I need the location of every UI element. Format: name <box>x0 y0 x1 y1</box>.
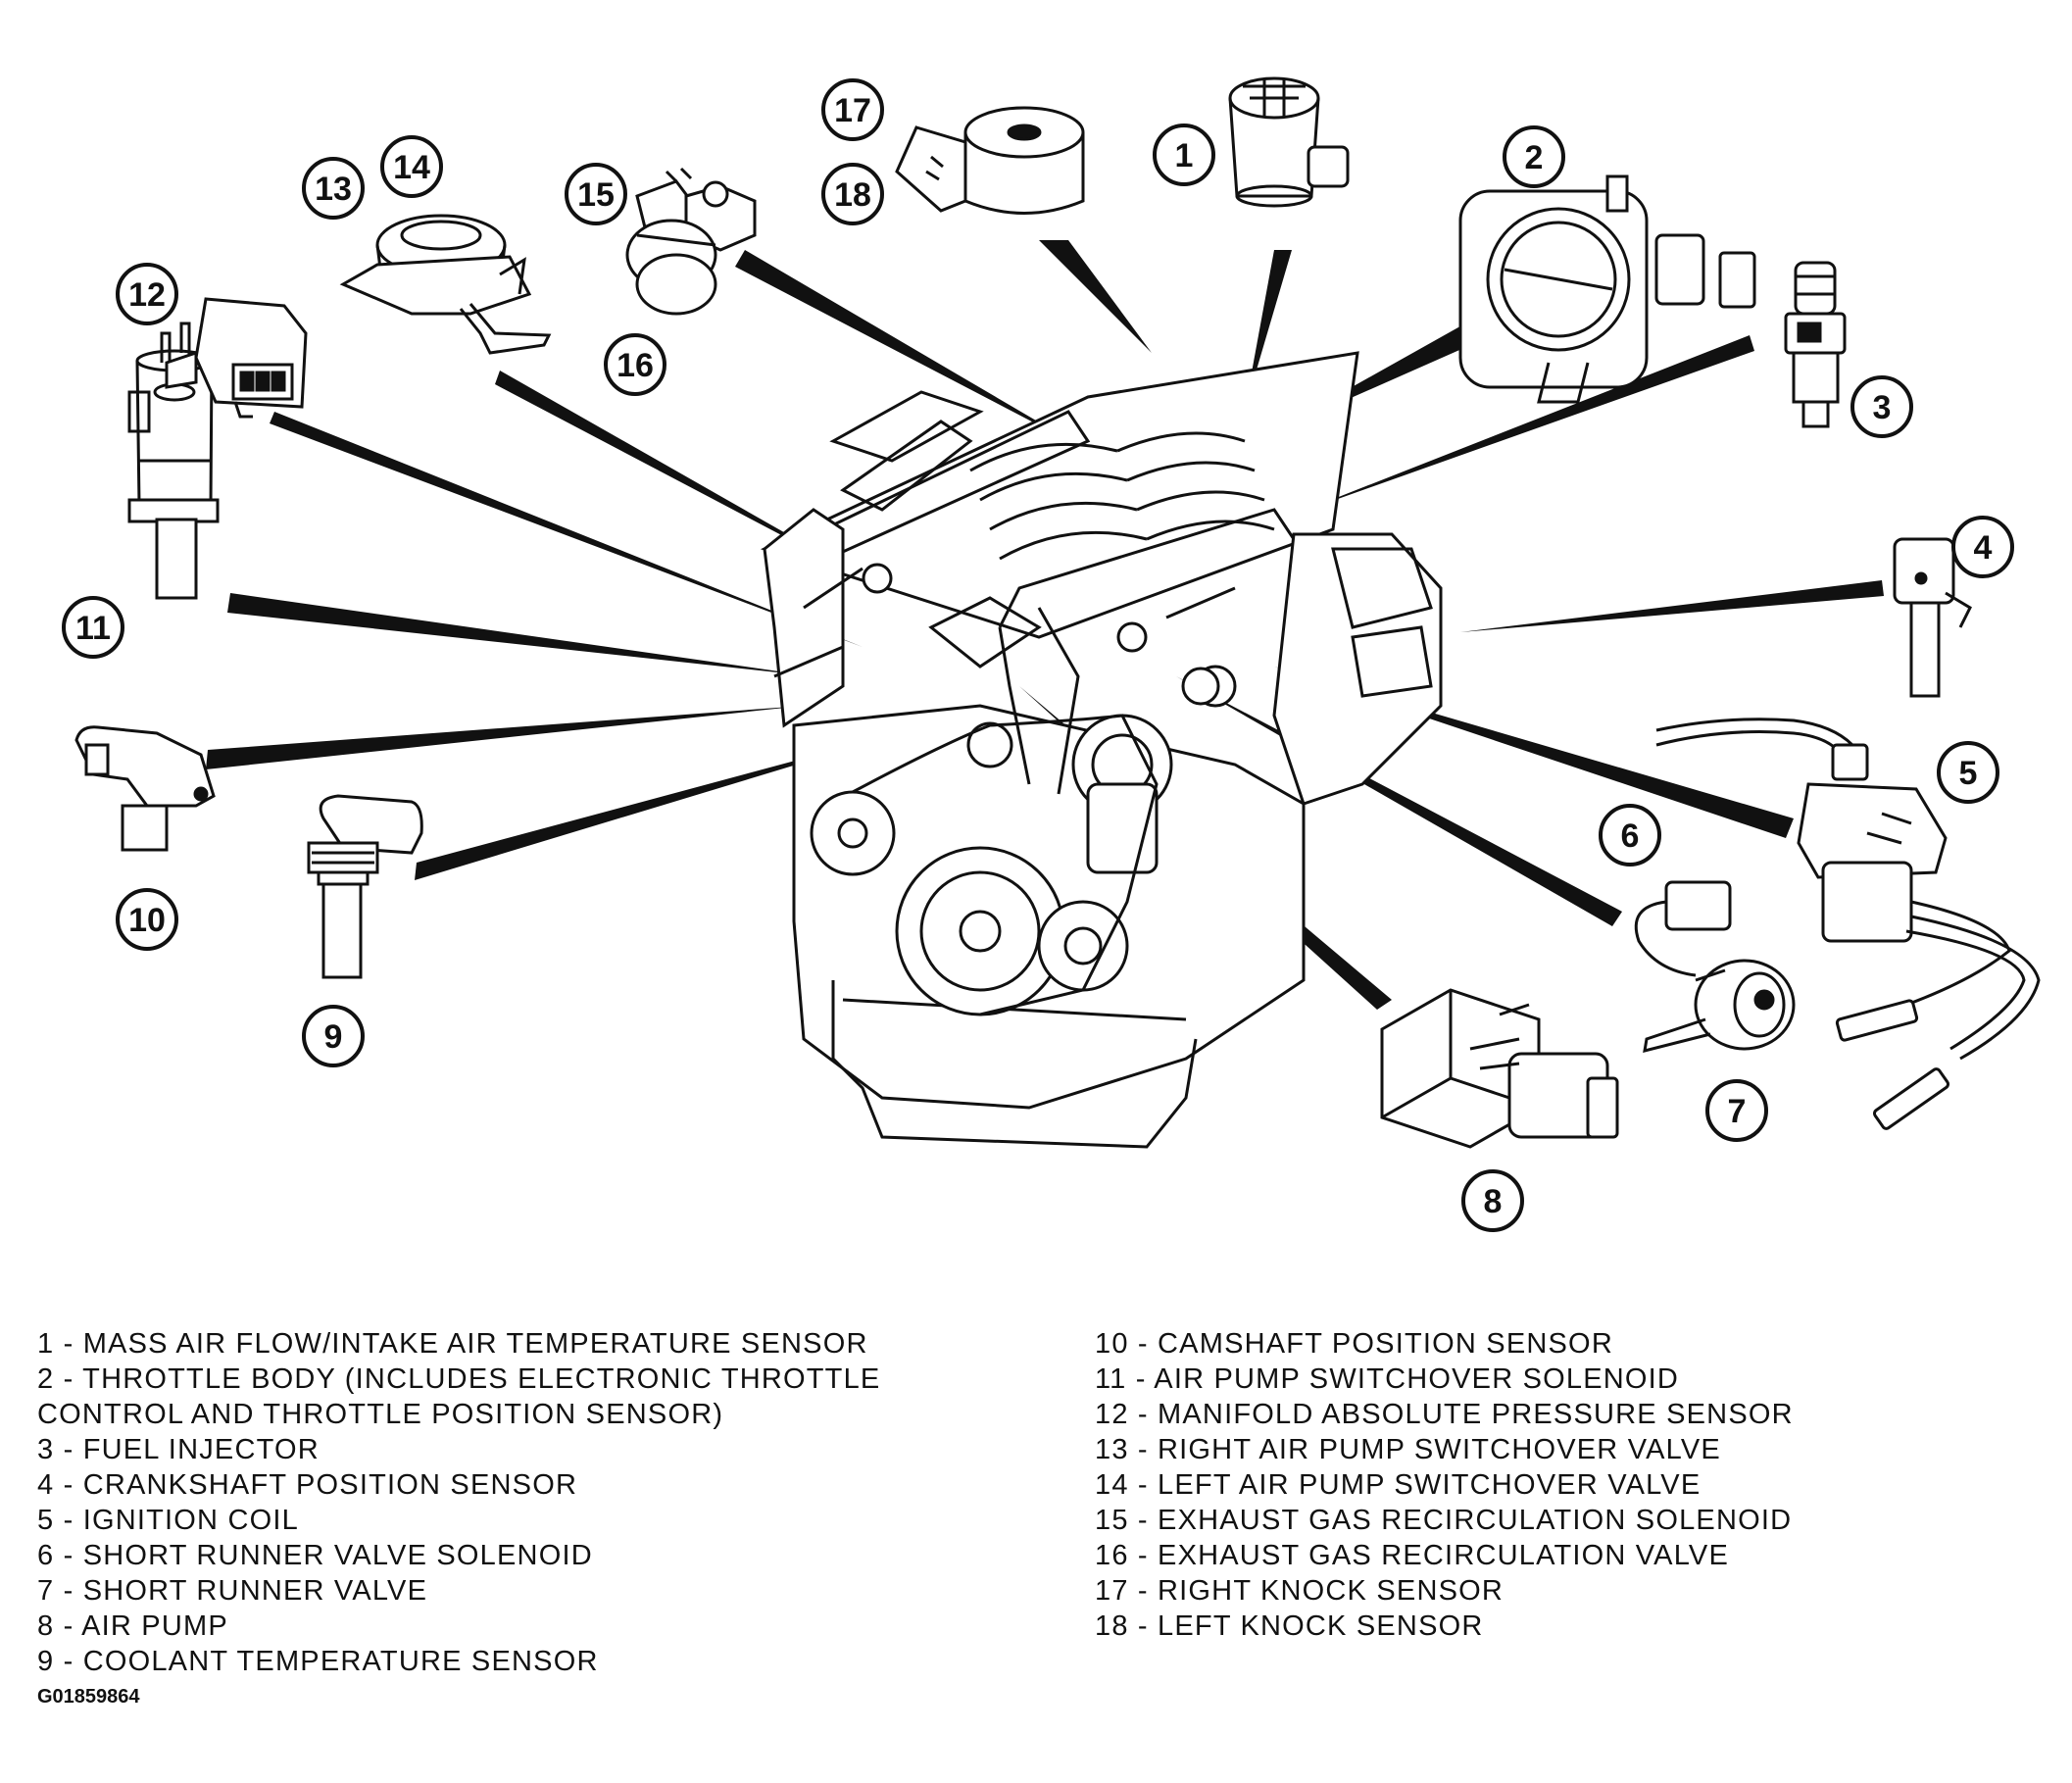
callout-16: 16 <box>604 333 666 396</box>
coolant-temperature-sensor-icon <box>307 794 423 979</box>
legend-item: 6 - SHORT RUNNER VALVE SOLENOID <box>37 1540 593 1571</box>
crankshaft-position-sensor-icon <box>1893 537 1972 698</box>
svg-text:12: 12 <box>128 276 166 314</box>
svg-text:6: 6 <box>1621 817 1640 855</box>
short-runner-valve-solenoid-icon <box>1634 880 1732 977</box>
fuel-injector-icon <box>1784 261 1847 428</box>
svg-text:13: 13 <box>315 171 352 208</box>
callout-15: 15 <box>565 163 627 225</box>
legend-item: CONTROL AND THROTTLE POSITION SENSOR) <box>37 1399 724 1430</box>
svg-text:5: 5 <box>1959 755 1978 792</box>
callouts: 1 2 3 4 5 6 7 8 9 10 11 12 13 14 15 16 1… <box>62 78 2014 1232</box>
legend-item: 14 - LEFT AIR PUMP SWITCHOVER VALVE <box>1095 1469 1702 1501</box>
legend-item: 11 - AIR PUMP SWITCHOVER SOLENOID <box>1095 1363 1680 1395</box>
callout-18: 18 <box>821 163 884 225</box>
short-runner-valve-icon <box>1643 959 1796 1054</box>
callout-17: 17 <box>821 78 884 141</box>
legend-item: 8 - AIR PUMP <box>37 1610 228 1642</box>
legend-item: 18 - LEFT KNOCK SENSOR <box>1095 1610 1484 1642</box>
callout-11: 11 <box>62 596 124 659</box>
svg-text:1: 1 <box>1175 137 1194 174</box>
legend-item: 2 - THROTTLE BODY (INCLUDES ELECTRONIC T… <box>37 1363 881 1395</box>
svg-text:15: 15 <box>577 176 615 214</box>
legend-item: 13 - RIGHT AIR PUMP SWITCHOVER VALVE <box>1095 1434 1721 1465</box>
leader-15 <box>735 250 1088 451</box>
air-pump-switchover-valve-icon <box>339 214 552 355</box>
knock-sensor-icon <box>895 106 1085 215</box>
svg-text:8: 8 <box>1484 1183 1503 1220</box>
svg-text:16: 16 <box>617 347 654 384</box>
legend-item: 7 - SHORT RUNNER VALVE <box>37 1575 428 1607</box>
leader-17 <box>1039 240 1152 353</box>
svg-text:11: 11 <box>75 610 111 647</box>
v8-engine <box>760 351 1443 1149</box>
svg-text:10: 10 <box>128 902 166 939</box>
callout-3: 3 <box>1850 375 1913 438</box>
callout-5: 5 <box>1937 741 1999 804</box>
legend-item: 5 - IGNITION COIL <box>37 1505 299 1536</box>
mass-air-flow-sensor-icon <box>1228 76 1350 208</box>
legend-item: 15 - EXHAUST GAS RECIRCULATION SOLENOID <box>1095 1505 1793 1536</box>
callout-8: 8 <box>1461 1169 1524 1232</box>
air-pump-icon <box>1380 988 1619 1149</box>
callout-6: 6 <box>1599 804 1661 867</box>
legend-right: 10 - CAMSHAFT POSITION SENSOR 11 - AIR P… <box>1095 1326 1794 1644</box>
manifold-absolute-pressure-sensor-icon <box>165 297 308 419</box>
legend-item: 12 - MANIFOLD ABSOLUTE PRESSURE SENSOR <box>1095 1399 1794 1430</box>
callout-9: 9 <box>302 1005 365 1067</box>
air-pump-switchover-solenoid-icon <box>127 322 220 600</box>
figure-id: G01859864 <box>37 1686 140 1708</box>
svg-text:18: 18 <box>834 176 871 214</box>
egr-solenoid-valve-icon <box>625 167 757 316</box>
svg-text:9: 9 <box>324 1018 343 1056</box>
callout-2: 2 <box>1503 125 1565 188</box>
leader-12 <box>270 412 863 647</box>
ignition-coil-icon <box>1655 718 2041 1130</box>
camshaft-position-sensor-icon <box>74 725 216 852</box>
callout-1: 1 <box>1153 124 1215 186</box>
legend-item: 4 - CRANKSHAFT POSITION SENSOR <box>37 1469 578 1501</box>
leader-11 <box>227 593 814 676</box>
legend-item: 10 - CAMSHAFT POSITION SENSOR <box>1095 1328 1613 1360</box>
legend-item: 9 - COOLANT TEMPERATURE SENSOR <box>37 1646 599 1677</box>
callout-14: 14 <box>380 135 443 198</box>
leader-3 <box>1294 335 1754 515</box>
callout-4: 4 <box>1951 516 2014 578</box>
svg-text:3: 3 <box>1873 389 1892 426</box>
legend-item: 1 - MASS AIR FLOW/INTAKE AIR TEMPERATURE… <box>37 1328 868 1360</box>
legend-left: 1 - MASS AIR FLOW/INTAKE AIR TEMPERATURE… <box>37 1326 880 1679</box>
callout-10: 10 <box>116 888 178 951</box>
engine-component-diagram: 1 2 3 4 5 6 7 8 9 10 11 12 13 14 15 16 1… <box>62 76 2041 1232</box>
svg-text:2: 2 <box>1525 139 1544 176</box>
legend-item: 3 - FUEL INJECTOR <box>37 1434 320 1465</box>
svg-text:14: 14 <box>393 149 430 186</box>
leader-4 <box>1460 580 1884 632</box>
leader-10 <box>206 706 804 769</box>
callout-7: 7 <box>1705 1079 1768 1142</box>
legend-item: 16 - EXHAUST GAS RECIRCULATION VALVE <box>1095 1540 1729 1571</box>
throttle-body-icon <box>1458 174 1756 404</box>
svg-text:7: 7 <box>1728 1093 1747 1130</box>
svg-text:4: 4 <box>1974 529 1993 567</box>
svg-text:17: 17 <box>834 92 871 129</box>
legend-item: 17 - RIGHT KNOCK SENSOR <box>1095 1575 1505 1607</box>
callout-13: 13 <box>302 157 365 220</box>
callout-12: 12 <box>116 263 178 325</box>
